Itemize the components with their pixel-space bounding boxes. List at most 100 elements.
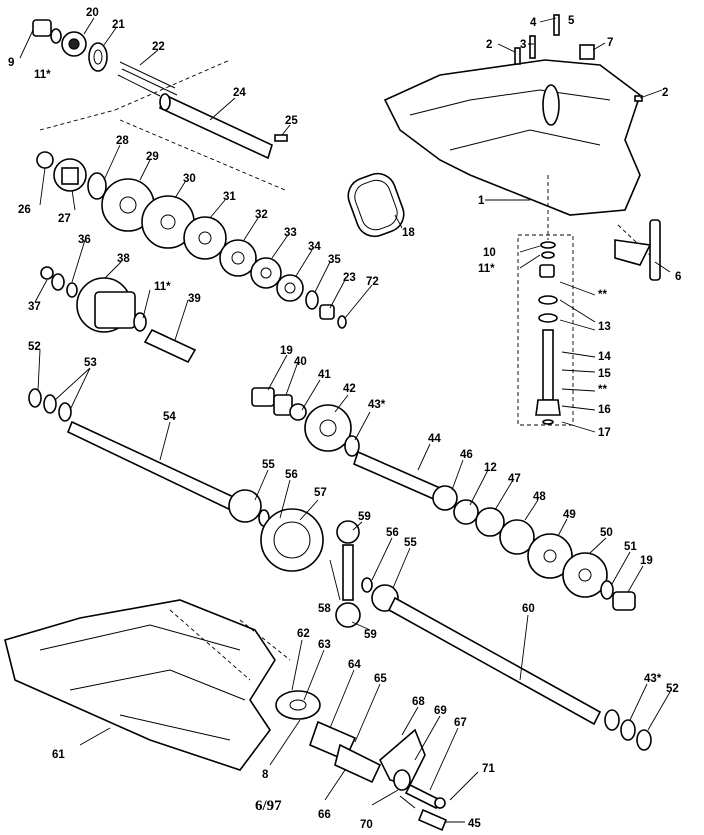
part-label: 29 <box>146 151 159 163</box>
part-label: 51 <box>624 541 637 553</box>
part-label: 10 <box>483 247 496 259</box>
part-label: 38 <box>117 253 130 265</box>
part-label: 11* <box>34 69 51 81</box>
part-label: 27 <box>58 213 71 225</box>
part-label: 39 <box>188 293 201 305</box>
diagram-date-footer: 6/97 <box>255 798 282 814</box>
part-label: 19 <box>280 345 293 357</box>
part-label: 24 <box>233 87 246 99</box>
part-label: 57 <box>314 487 327 499</box>
part-label: 67 <box>454 717 467 729</box>
part-number-labels: 20 21 22 9 11* 24 25 1 2 3 4 5 7 2 26 27… <box>8 7 681 831</box>
part-label: 62 <box>297 628 310 640</box>
drive-chain <box>347 172 405 238</box>
part-label: 72 <box>366 276 379 288</box>
part-label: 5 <box>568 15 575 27</box>
part-label: 40 <box>294 356 307 368</box>
part-label: 9 <box>8 57 14 69</box>
part-label: 59 <box>364 629 377 641</box>
part-label: 63 <box>318 639 331 651</box>
part-label: 11* <box>478 263 495 275</box>
part-label: 16 <box>598 404 611 416</box>
part-label: 60 <box>522 603 535 615</box>
shaft-44-gears <box>353 450 636 611</box>
part-label: 44 <box>428 433 441 445</box>
part-label: 32 <box>255 209 268 221</box>
part-label: 19 <box>640 555 653 567</box>
part-label: 43* <box>368 399 386 411</box>
part-label: 55 <box>404 537 417 549</box>
part-label: 11* <box>154 281 171 293</box>
part-label: 21 <box>112 19 125 31</box>
part-label: 26 <box>18 204 31 216</box>
part-label: 12 <box>484 462 497 474</box>
part-label: 22 <box>152 41 165 53</box>
leader-lines <box>19 17 671 823</box>
part-label: 37 <box>28 301 41 313</box>
part-label: 56 <box>386 527 399 539</box>
part-label: 59 <box>358 511 371 523</box>
part-label: 50 <box>600 527 613 539</box>
part-label: 8 <box>262 769 269 781</box>
part-label: 54 <box>163 411 176 423</box>
part-label: 13 <box>598 321 611 333</box>
part-label: 35 <box>328 254 341 266</box>
part-label: 53 <box>84 357 97 369</box>
part-label: 68 <box>412 696 425 708</box>
part-label: 3 <box>520 39 526 51</box>
part-label: 65 <box>374 673 387 685</box>
lower-housing <box>4 599 291 771</box>
part-label: 7 <box>607 37 613 49</box>
part-label: 42 <box>343 383 356 395</box>
part-label: 25 <box>285 115 298 127</box>
part-label: 17 <box>598 427 611 439</box>
part-label: 55 <box>262 459 275 471</box>
part-label: 30 <box>183 173 196 185</box>
part-label: ** <box>598 384 607 396</box>
gear-stack <box>36 151 347 329</box>
part-label: 34 <box>308 241 321 253</box>
bevel-gears <box>260 508 399 628</box>
axle-60 <box>387 596 652 751</box>
part-label: 52 <box>666 683 679 695</box>
vertical-shaft-assembly <box>517 219 661 426</box>
part-label: 31 <box>223 191 236 203</box>
part-label: ** <box>598 289 607 301</box>
part-label: 70 <box>360 819 373 831</box>
part-label: 71 <box>482 763 495 775</box>
axle-54 <box>28 388 270 527</box>
part-label: 45 <box>468 818 481 830</box>
part-label: 47 <box>508 473 521 485</box>
part-label: 36 <box>78 234 91 246</box>
part-label: 6 <box>675 271 681 283</box>
part-label: 49 <box>563 509 576 521</box>
lower-parts <box>275 690 448 832</box>
part-label: 64 <box>348 659 361 671</box>
part-label: 58 <box>318 603 331 615</box>
part-label: 61 <box>52 749 65 761</box>
part-label: 69 <box>434 705 447 717</box>
part-label: 48 <box>533 491 546 503</box>
part-label: 41 <box>318 369 331 381</box>
part-label: 2 <box>662 87 668 99</box>
part-label: 20 <box>86 7 99 19</box>
part-label: 18 <box>402 227 415 239</box>
part-label: 1 <box>478 195 485 207</box>
part-label: 14 <box>598 351 611 363</box>
part-label: 23 <box>343 272 356 284</box>
part-label: 43* <box>644 673 662 685</box>
part-label: 15 <box>598 368 611 380</box>
part-label: 33 <box>284 227 297 239</box>
part-group-top-left <box>32 19 288 191</box>
part-label: 4 <box>530 17 537 29</box>
upper-housing <box>383 14 656 261</box>
part-label: 28 <box>116 135 129 147</box>
mid-gears <box>251 387 360 457</box>
part-label: 66 <box>318 809 331 821</box>
part-label: 46 <box>460 449 473 461</box>
part-label: 52 <box>28 341 41 353</box>
cluster-gear <box>40 266 197 364</box>
part-label: 56 <box>285 469 298 481</box>
